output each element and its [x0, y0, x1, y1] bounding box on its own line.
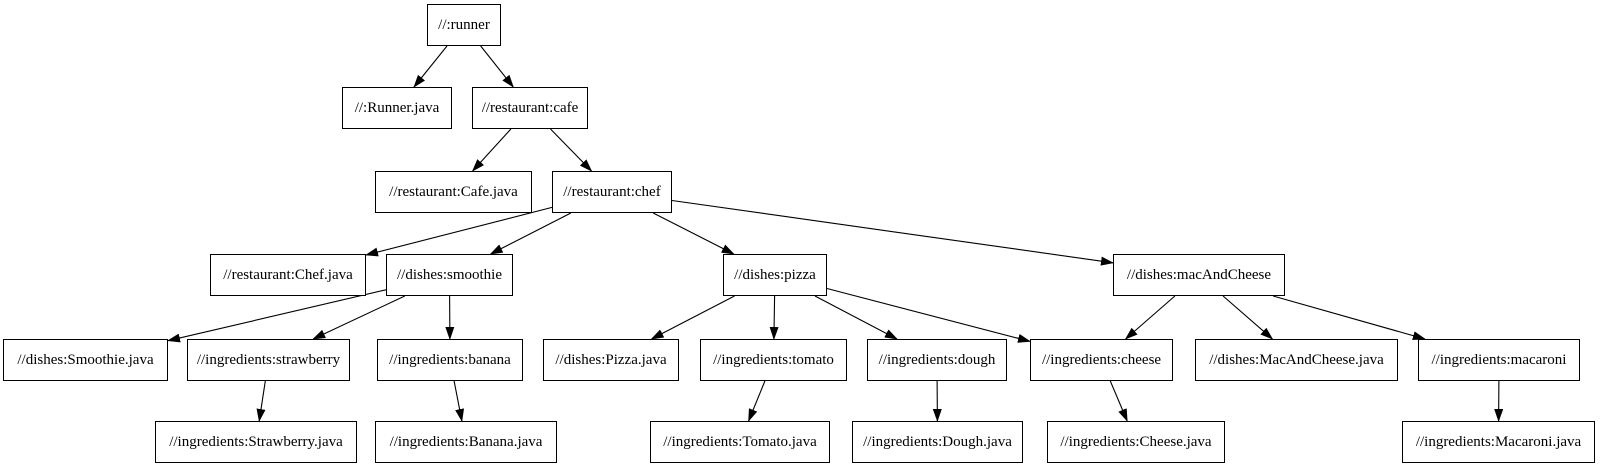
graph-node-dough: //ingredients:dough	[867, 339, 1007, 381]
graph-edge-chef-to-smoothie	[489, 212, 572, 255]
graph-edge-cafe-to-cafe_java	[471, 128, 512, 172]
graph-edge-pizza-to-tomato	[769, 295, 779, 340]
graph-node-tomato_java: //ingredients:Tomato.java	[650, 421, 830, 463]
graph-node-strawberry: //ingredients:strawberry	[187, 339, 350, 381]
graph-node-tomato: //ingredients:tomato	[700, 339, 847, 381]
graph-node-macaroni_java: //ingredients:Macaroni.java	[1402, 421, 1595, 463]
graph-node-chef: //restaurant:chef	[552, 171, 672, 213]
graph-edge-banana-to-banana_java	[453, 380, 465, 422]
graph-node-macandcheese_java: //dishes:MacAndCheese.java	[1195, 339, 1398, 381]
graph-node-cafe_java: //restaurant:Cafe.java	[375, 171, 532, 213]
graph-node-smoothie: //dishes:smoothie	[386, 254, 513, 296]
graph-edge-strawberry-to-strawberry_java	[256, 380, 266, 422]
graph-node-macandcheese: //dishes:macAndCheese	[1113, 254, 1285, 296]
graph-edge-pizza-to-cheese	[826, 287, 1031, 343]
graph-edge-pizza-to-dough	[814, 295, 898, 340]
graph-node-runner_java: //:Runner.java	[342, 87, 452, 129]
graph-node-smoothie_java: //dishes:Smoothie.java	[3, 339, 168, 381]
graph-edge-tomato-to-tomato_java	[748, 380, 766, 422]
graph-node-pizza_java: //dishes:Pizza.java	[543, 339, 679, 381]
graph-edge-macandcheese-to-macaroni	[1272, 295, 1426, 341]
graph-node-chef_java: //restaurant:Chef.java	[210, 254, 366, 296]
graph-edge-cafe-to-chef	[550, 128, 593, 172]
graph-node-banana_java: //ingredients:Banana.java	[375, 421, 557, 463]
graph-edge-chef-to-chef_java	[365, 206, 553, 257]
graph-edge-cheese-to-cheese_java	[1109, 380, 1128, 422]
graph-edge-chef-to-pizza	[652, 212, 735, 255]
graph-edge-smoothie-to-strawberry	[312, 295, 406, 340]
graph-node-runner: //:runner	[427, 4, 501, 46]
graph-edge-smoothie-to-smoothie_java	[167, 289, 387, 343]
graph-node-strawberry_java: //ingredients:Strawberry.java	[155, 421, 357, 463]
graph-edge-pizza-to-pizza_java	[650, 295, 735, 340]
graph-node-banana: //ingredients:banana	[377, 339, 523, 381]
graph-edge-runner-to-runner_java	[413, 45, 448, 88]
graph-edge-macandcheese-to-cheese	[1124, 295, 1176, 340]
graph-node-cafe: //restaurant:cafe	[472, 87, 588, 129]
graph-node-cheese: //ingredients:cheese	[1030, 339, 1173, 381]
graph-edge-macandcheese-to-macandcheese_java	[1222, 295, 1274, 340]
graph-node-macaroni: //ingredients:macaroni	[1418, 339, 1580, 381]
graph-node-dough_java: //ingredients:Dough.java	[852, 421, 1023, 463]
graph-node-cheese_java: //ingredients:Cheese.java	[1047, 421, 1225, 463]
graph-edge-runner-to-cafe	[480, 45, 514, 88]
graph-node-pizza: //dishes:pizza	[723, 254, 827, 296]
